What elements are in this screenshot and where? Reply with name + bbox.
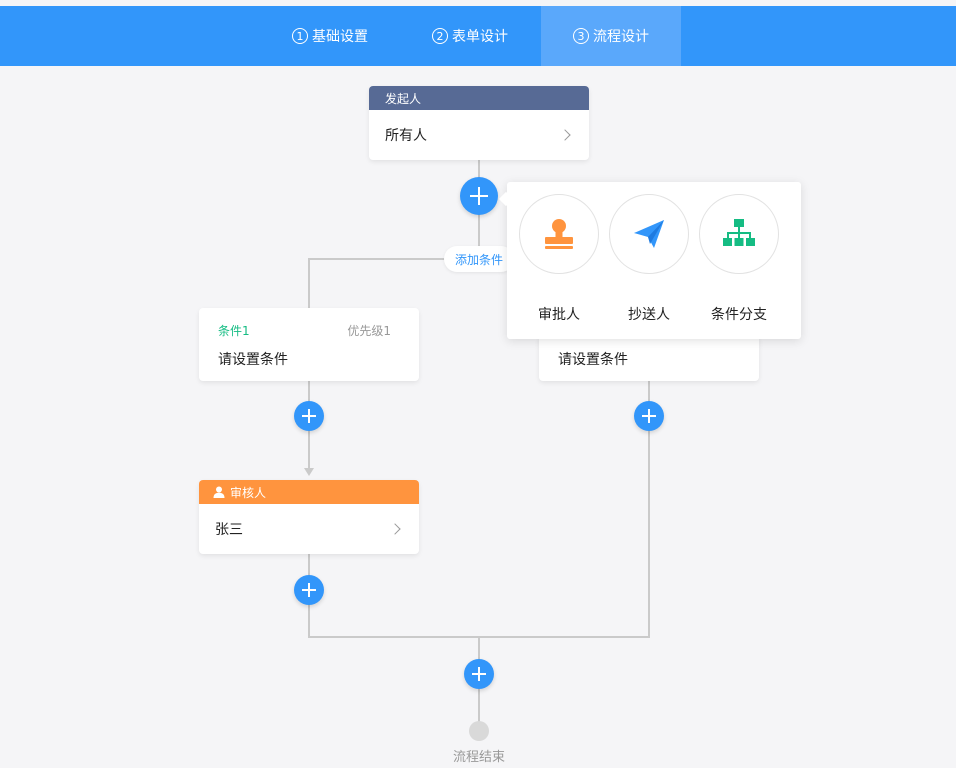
popover-item-branch[interactable]: 条件分支 [699,194,779,323]
node-title: 审核人 [230,485,267,500]
add-condition-button[interactable]: 添加条件 [444,246,514,272]
add-node-button[interactable] [294,575,324,605]
node-content: 张三 [215,522,243,538]
node-title: 发起人 [385,91,422,106]
initiator-node[interactable]: 发起人 所有人 [369,86,589,160]
popover-item-approver[interactable]: 审批人 [519,194,599,323]
chevron-right-icon [389,523,401,535]
connector-line [308,258,310,308]
reviewer-node-header: 审核人 [199,480,419,504]
org-tree-icon [723,219,755,246]
user-icon [213,486,225,498]
step-number: 2 [432,28,448,44]
add-node-popover: 审批人 抄送人 条件分支 [498,182,801,339]
initiator-node-header: 发起人 [369,86,589,110]
popover-item-label: 条件分支 [711,307,767,323]
add-node-button[interactable] [634,401,664,431]
add-node-button[interactable] [294,401,324,431]
arrow-down-icon [304,468,314,476]
tab-label: 表单设计 [452,29,508,45]
end-node-dot [469,721,489,741]
popover-item-circle [699,194,779,274]
tab-form-design[interactable]: 2 表单设计 [400,6,540,66]
tab-label: 流程设计 [593,29,649,45]
condition-content: 请设置条件 [218,352,288,368]
popover-item-circle [519,194,599,274]
condition-priority: 优先级1 [347,324,391,338]
approver-stamp-icon [545,219,573,249]
tab-process-design[interactable]: 3 流程设计 [541,6,681,66]
condition-content: 请设置条件 [558,352,628,368]
reviewer-node[interactable]: 审核人 张三 [199,480,419,554]
popover-item-label: 审批人 [538,307,580,323]
popover-item-cc[interactable]: 抄送人 [609,194,689,323]
initiator-node-body: 所有人 [369,110,589,160]
paper-plane-icon [634,220,664,248]
chevron-right-icon [559,129,571,141]
connector-line [648,380,650,638]
popover-item-circle [609,194,689,274]
step-number: 1 [292,28,308,44]
step-number: 3 [573,28,589,44]
tab-label: 基础设置 [312,29,368,45]
add-node-button[interactable] [464,659,494,689]
popover-item-label: 抄送人 [628,307,670,323]
end-node-label: 流程结束 [452,750,505,765]
popover-caret [498,191,514,207]
node-content: 所有人 [385,128,427,144]
reviewer-node-body: 张三 [199,504,419,554]
condition-node-1[interactable]: 条件1 优先级1 请设置条件 [199,308,419,381]
condition-title: 条件1 [218,324,250,338]
top-nav-bar: 1 基础设置 2 表单设计 3 流程设计 [0,6,956,66]
tab-basic-settings[interactable]: 1 基础设置 [260,6,400,66]
add-node-button[interactable] [460,177,498,215]
